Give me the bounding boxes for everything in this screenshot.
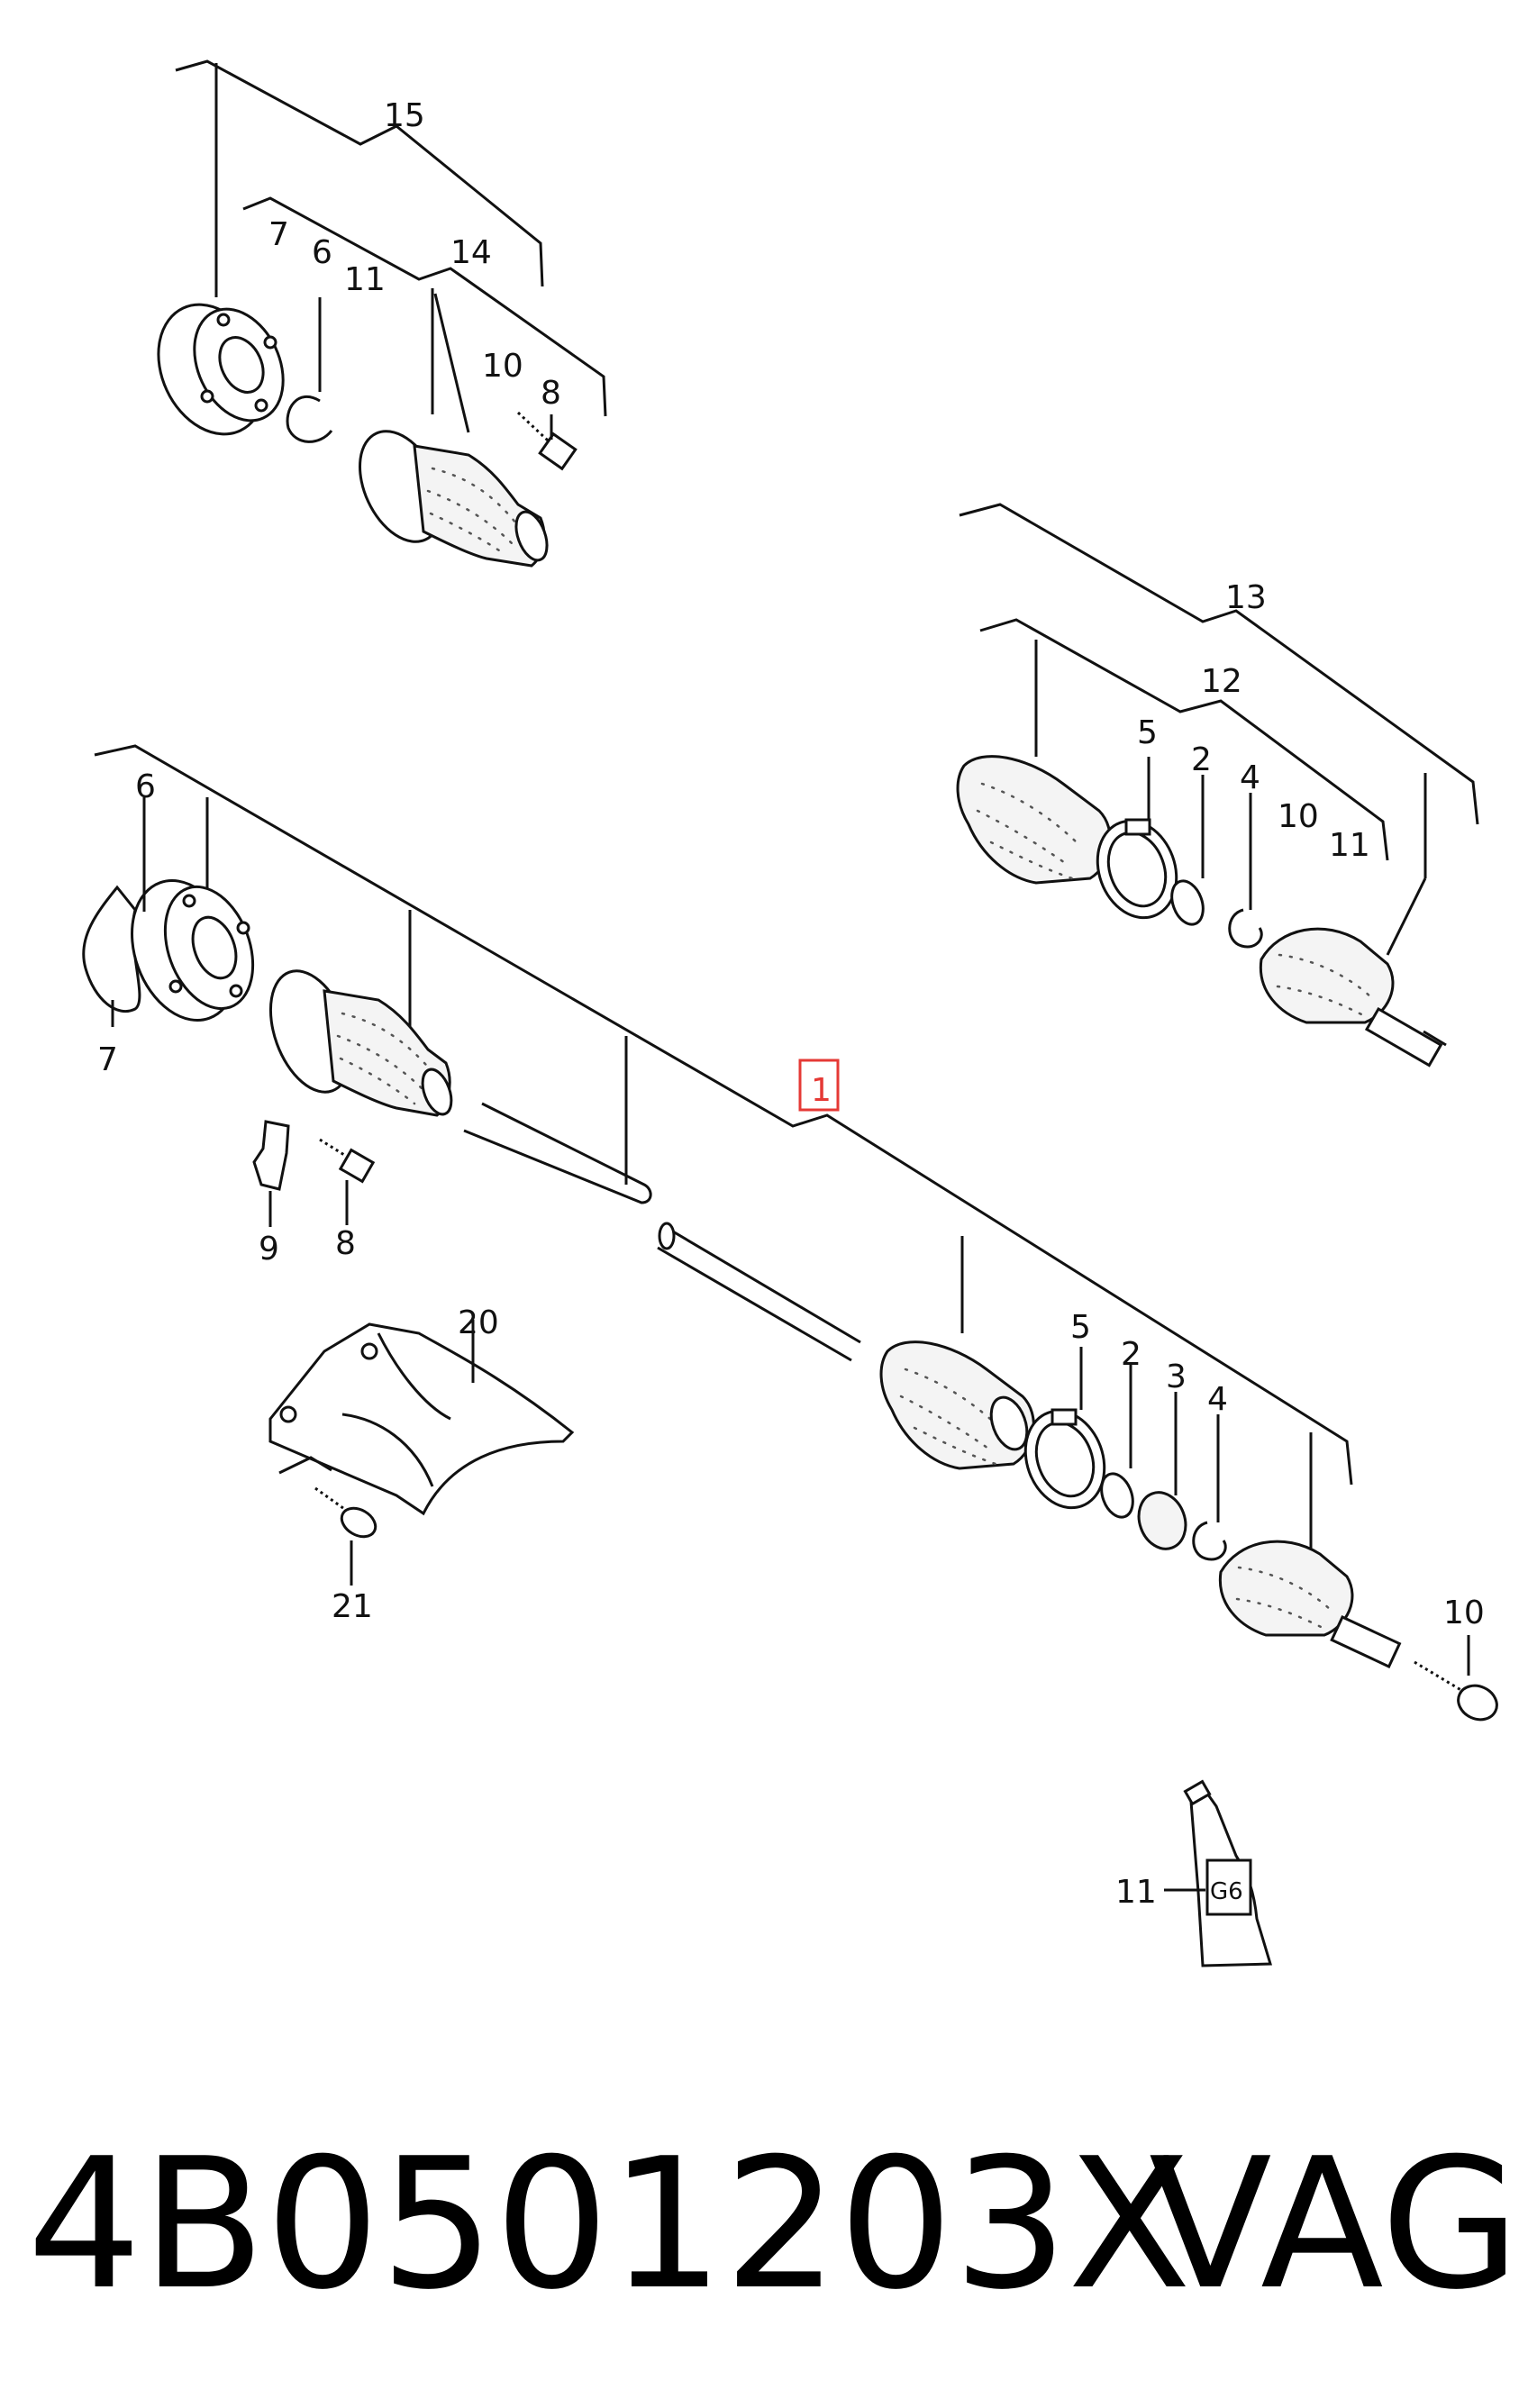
callout-12: 12 — [1201, 663, 1242, 700]
brand-caption: VAG — [1149, 2120, 1521, 2330]
cv-boot-right-upper — [956, 755, 1112, 885]
callout-20: 20 — [458, 1304, 499, 1341]
grease-tube-label: G6 — [1210, 1878, 1243, 1905]
callout-1-highlight — [798, 1059, 840, 1112]
callout-1: 1 — [811, 1072, 832, 1109]
callout-11: 11 — [1329, 827, 1370, 864]
cv-boot-right-lower — [879, 1340, 1035, 1470]
callout-8: 8 — [335, 1225, 356, 1262]
group-1-drive-shaft — [82, 744, 1498, 1722]
cv-joint-flange-top — [157, 303, 285, 436]
grease-tube: G6 — [1183, 1779, 1273, 1967]
clamp-right-upper — [1096, 818, 1178, 920]
callout-4: 4 — [1207, 1381, 1228, 1418]
group-15-outer-joint-kit — [157, 59, 607, 568]
heat-shield — [268, 1322, 575, 1516]
cv-boot-top — [359, 430, 549, 568]
callout-10: 10 — [482, 348, 523, 385]
drive-shaft — [463, 1102, 861, 1362]
cv-joint-right-upper — [1259, 927, 1447, 1068]
callout-11: 11 — [344, 261, 386, 298]
callout-2: 2 — [1191, 741, 1212, 778]
callout-7: 7 — [268, 216, 289, 253]
washer-right-lower — [1100, 1472, 1134, 1519]
callout-7: 7 — [97, 1041, 118, 1078]
callout-5: 5 — [1137, 714, 1158, 751]
dished-washer — [1137, 1491, 1187, 1550]
callout-10: 10 — [1443, 1595, 1485, 1631]
circlip-right-upper — [1228, 908, 1263, 949]
circlip-right-lower — [1192, 1521, 1227, 1561]
callout-11: 11 — [1115, 1874, 1157, 1911]
callout-3: 3 — [1166, 1358, 1187, 1395]
callout-14: 14 — [450, 234, 492, 271]
callout-labels: 15 14 7 6 11 10 8 13 12 5 2 4 10 11 6 7 … — [97, 97, 1485, 1911]
bolt-shield — [314, 1486, 377, 1539]
callout-8: 8 — [541, 375, 561, 412]
callout-6: 6 — [312, 234, 332, 271]
group-13-inner-joint-kit — [956, 503, 1479, 1068]
circlip-top — [286, 395, 333, 443]
callout-5: 5 — [1070, 1309, 1091, 1346]
callout-4: 4 — [1240, 759, 1260, 796]
cv-joint-right-lower — [1218, 1540, 1402, 1668]
lock-plate — [252, 1120, 290, 1191]
clamp-right-lower — [1023, 1408, 1106, 1510]
washer-right-upper — [1170, 879, 1205, 926]
bolt-left — [319, 1138, 376, 1184]
bolt-right-lower — [1414, 1660, 1498, 1722]
callout-15: 15 — [384, 97, 425, 134]
bolt-top — [516, 411, 578, 471]
callout-13: 13 — [1225, 579, 1267, 616]
callout-2: 2 — [1121, 1336, 1141, 1373]
callout-10: 10 — [1278, 798, 1319, 835]
part-number-caption: 4B0501203X — [27, 2120, 1192, 2330]
cv-boot-left — [268, 969, 453, 1117]
callout-21: 21 — [332, 1588, 373, 1625]
callout-6: 6 — [135, 768, 156, 805]
callout-9: 9 — [259, 1231, 279, 1268]
